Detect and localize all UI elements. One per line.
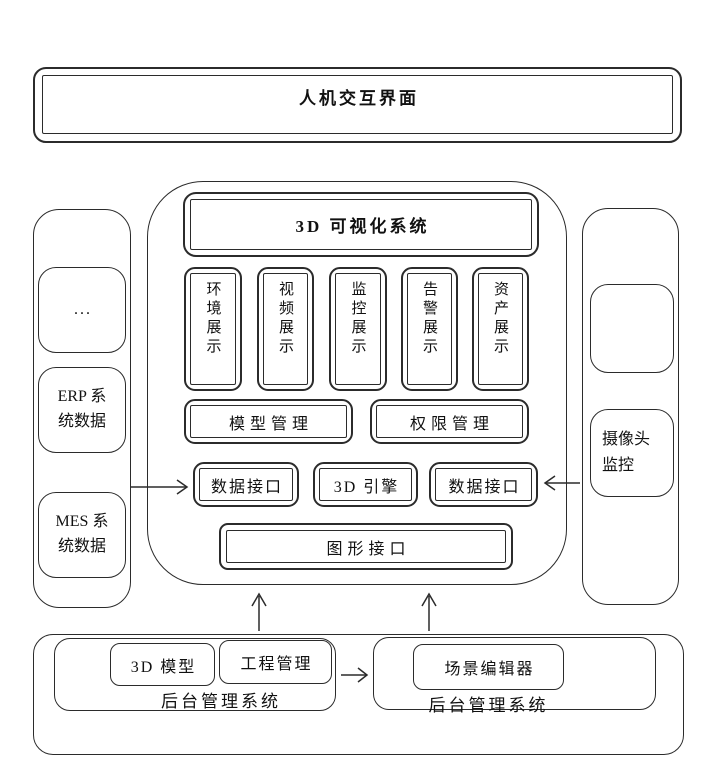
- left-data-panel: ... ERP 系统数据 MES 系统数据: [33, 209, 131, 608]
- model-management-box: 模型管理: [184, 399, 353, 444]
- erp-data-box: ERP 系统数据: [38, 367, 126, 453]
- backend-outer-container: 3D 模型 工程管理 后台管理系统 场景编辑器 后台管理系统: [33, 634, 684, 755]
- arrow-backend-right-up-to-center: [421, 592, 437, 631]
- display-module-label-monitor: 监控展示: [349, 281, 366, 357]
- display-module-label-alarm: 告警展示: [421, 281, 437, 357]
- display-module-box-video: 视频展示: [257, 267, 314, 391]
- project-management-box: 工程管理: [219, 640, 332, 684]
- data-interface-right-label: 数据接口: [448, 478, 521, 496]
- viz-system-title-box: 3D 可视化系统: [183, 192, 539, 257]
- right-panel-empty-box: [590, 284, 674, 373]
- visualization-system-container: 3D 可视化系统 环境展示 视频展示 监控展示 告警展示 资产展示: [147, 181, 567, 585]
- hmi-title: 人机交互界面: [299, 88, 419, 108]
- model-management-label: 模型管理: [228, 415, 313, 433]
- graphics-interface-box: 图形接口: [219, 523, 513, 570]
- arrow-backend-left-up-to-center: [251, 592, 267, 631]
- mes-data-label: MES 系统数据: [55, 513, 109, 555]
- model-3d-label: 3D 模型: [130, 658, 197, 676]
- hmi-banner: 人机交互界面: [33, 67, 682, 143]
- display-module-box-asset: 资产展示: [472, 267, 529, 391]
- display-module-label-asset: 资产展示: [492, 281, 508, 357]
- project-management-label: 工程管理: [240, 656, 313, 673]
- engine-label: 3D 引擎: [333, 478, 400, 496]
- right-camera-panel: 摄像头监控: [582, 208, 679, 605]
- display-module-box-monitor: 监控展示: [329, 267, 387, 391]
- erp-data-label: ERP 系统数据: [57, 388, 107, 430]
- backend-group-left: 3D 模型 工程管理 后台管理系统: [54, 638, 336, 711]
- other-data-box: ...: [38, 267, 126, 353]
- backend-group-right: 场景编辑器 后台管理系统: [373, 637, 656, 715]
- permission-management-box: 权限管理: [370, 399, 529, 444]
- model-3d-box: 3D 模型: [110, 643, 215, 686]
- engine-box: 3D 引擎: [313, 462, 418, 507]
- display-module-label-env: 环境展示: [204, 281, 221, 357]
- permission-management-label: 权限管理: [409, 415, 494, 433]
- data-interface-left-box: 数据接口: [193, 462, 299, 507]
- scene-editor-label: 场景编辑器: [444, 661, 535, 678]
- viz-system-title: 3D 可视化系统: [295, 217, 430, 236]
- other-data-label: ...: [74, 301, 92, 318]
- display-module-label-video: 视频展示: [277, 281, 293, 357]
- scene-editor-box: 场景编辑器: [413, 644, 564, 690]
- data-interface-right-box: 数据接口: [429, 462, 538, 507]
- graphics-interface-label: 图形接口: [326, 540, 411, 558]
- mes-data-box: MES 系统数据: [38, 492, 126, 578]
- camera-monitor-box: 摄像头监控: [590, 409, 674, 497]
- display-module-box-alarm: 告警展示: [401, 267, 458, 391]
- display-module-box-env: 环境展示: [184, 267, 242, 391]
- data-interface-left-label: 数据接口: [210, 478, 283, 496]
- camera-monitor-label: 摄像头监控: [602, 431, 651, 474]
- backend-label-left: 后台管理系统: [161, 692, 281, 711]
- backend-label-right: 后台管理系统: [428, 696, 549, 715]
